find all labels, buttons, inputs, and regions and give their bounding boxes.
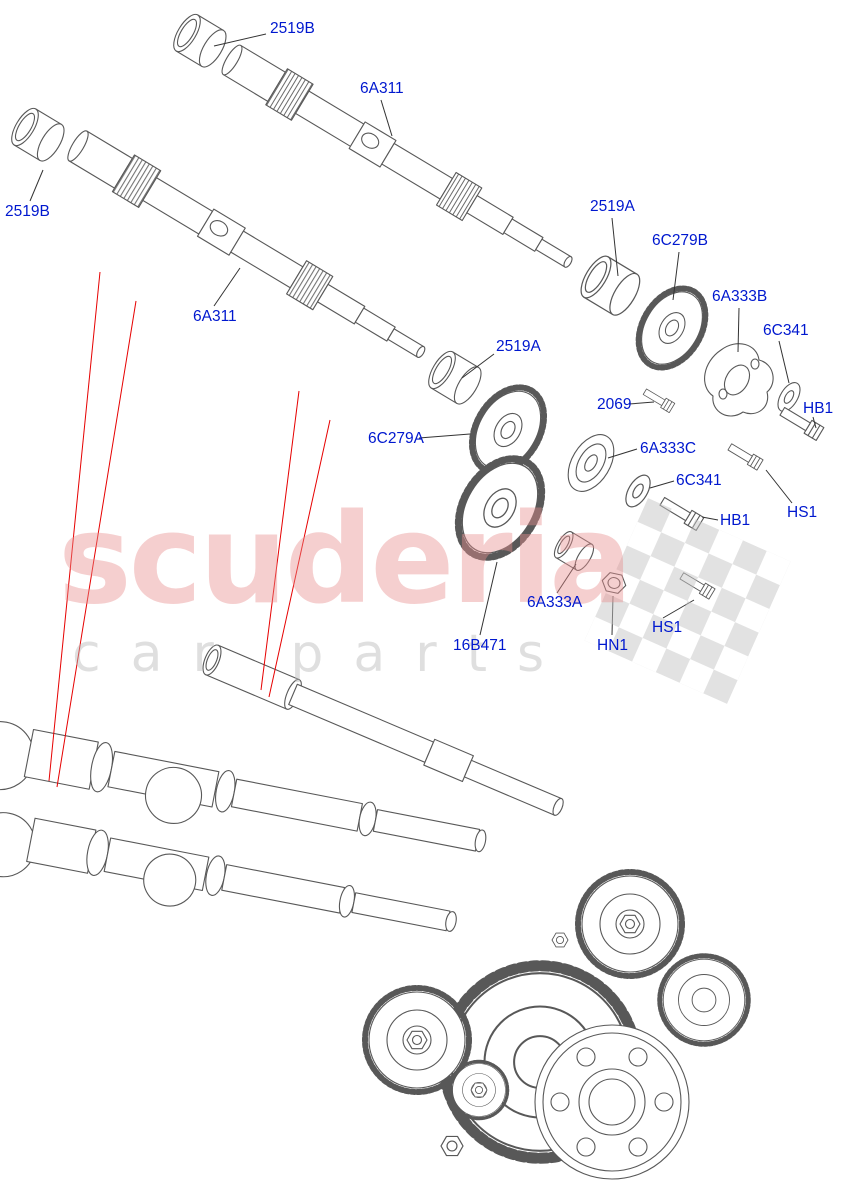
bushing-6A333A-drawing <box>553 531 595 571</box>
part-label-6C279B[interactable]: 6C279B <box>652 232 709 249</box>
damper-6A333C-drawing <box>567 434 615 492</box>
part-label-6A311-top[interactable]: 6A311 <box>360 80 404 97</box>
part-label-HB1-lower[interactable]: HB1 <box>720 512 751 529</box>
part-label-6C341-upper[interactable]: 6C341 <box>763 322 809 339</box>
part-label-2519A-upper[interactable]: 2519A <box>590 198 635 215</box>
part-label-HS1-lower[interactable]: HS1 <box>652 619 683 636</box>
part-label-6A333C[interactable]: 6A333C <box>640 440 697 457</box>
part-label-6A333A[interactable]: 6A333A <box>527 594 583 611</box>
part-label-6C279A[interactable]: 6C279A <box>368 430 425 447</box>
part-label-6A311-lower[interactable]: 6A311 <box>193 308 237 325</box>
part-label-HN1[interactable]: HN1 <box>597 637 629 654</box>
assembled-balance-shaft-unit-drawing <box>0 644 748 1180</box>
part-label-HB1-upper[interactable]: HB1 <box>803 400 834 417</box>
part-label-2069[interactable]: 2069 <box>597 396 632 413</box>
red-locator-lines <box>48 271 331 788</box>
bracket-6A333B-drawing <box>704 343 774 417</box>
part-label-16B471[interactable]: 16B471 <box>453 637 507 654</box>
part-label-2519A-mid[interactable]: 2519A <box>496 338 541 355</box>
part-label-6C341-lower[interactable]: 6C341 <box>676 472 722 489</box>
part-label-2519B-top[interactable]: 2519B <box>270 20 315 37</box>
part-label-2519B-left[interactable]: 2519B <box>5 203 50 220</box>
part-label-HS1-right[interactable]: HS1 <box>787 504 818 521</box>
part-label-6A333B[interactable]: 6A333B <box>712 288 768 305</box>
